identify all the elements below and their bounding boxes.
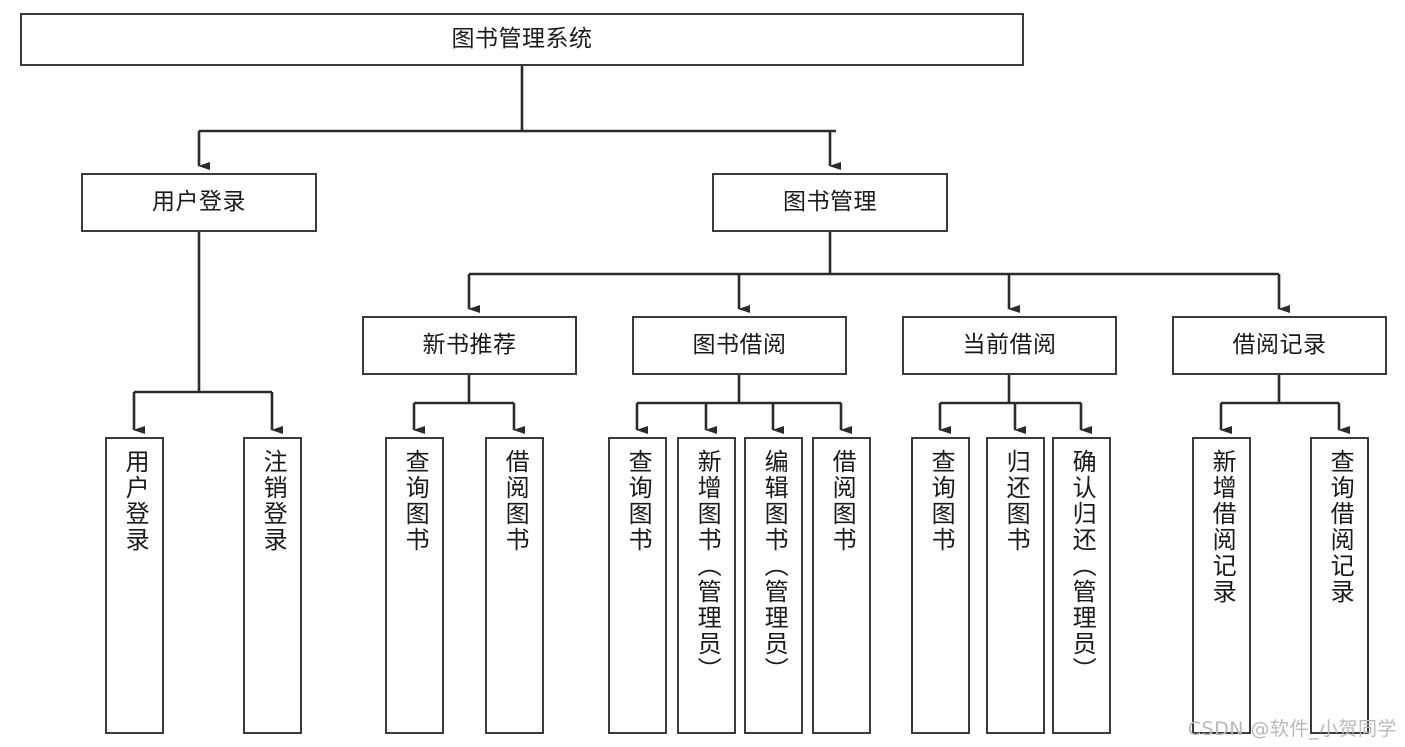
node-root-label: 图书管理系统 bbox=[451, 25, 593, 52]
node-leaf-query-record-label: 查询借阅记录 bbox=[1326, 449, 1355, 605]
csdn-watermark: CSDN @软件_小贺同学 bbox=[1187, 718, 1397, 740]
node-leaf-borrow-book-rec[interactable]: 借阅图书 bbox=[485, 437, 544, 734]
node-leaf-borrow-book-bor-label: 借阅图书 bbox=[828, 449, 857, 553]
node-current-borrow-label: 当前借阅 bbox=[962, 331, 1057, 358]
node-new-book-recommend-label: 新书推荐 bbox=[422, 331, 517, 358]
node-leaf-query-book-rec[interactable]: 查询图书 bbox=[385, 437, 444, 734]
node-new-book-recommend[interactable]: 新书推荐 bbox=[362, 316, 577, 375]
node-user-login[interactable]: 用户登录 bbox=[81, 173, 317, 232]
node-leaf-user-logout-label: 注销登录 bbox=[259, 449, 288, 553]
node-leaf-edit-book-label: 编辑图书（管理员） bbox=[760, 449, 789, 683]
node-leaf-query-book-bor[interactable]: 查询图书 bbox=[608, 437, 667, 734]
node-leaf-confirm-return[interactable]: 确认归还（管理员） bbox=[1052, 437, 1111, 734]
node-book-manage[interactable]: 图书管理 bbox=[712, 173, 948, 232]
node-leaf-query-record[interactable]: 查询借阅记录 bbox=[1310, 437, 1369, 734]
node-root[interactable]: 图书管理系统 bbox=[20, 13, 1024, 66]
node-leaf-confirm-return-label: 确认归还（管理员） bbox=[1068, 449, 1097, 683]
node-leaf-user-logout[interactable]: 注销登录 bbox=[243, 437, 302, 734]
node-current-borrow[interactable]: 当前借阅 bbox=[902, 316, 1117, 375]
node-user-login-label: 用户登录 bbox=[152, 188, 246, 215]
node-leaf-user-login[interactable]: 用户登录 bbox=[105, 437, 164, 734]
node-leaf-add-book-label: 新增图书（管理员） bbox=[693, 449, 722, 683]
node-book-borrow-label: 图书借阅 bbox=[692, 331, 787, 358]
node-leaf-add-record-label: 新增借阅记录 bbox=[1208, 449, 1237, 605]
node-leaf-return-book[interactable]: 归还图书 bbox=[986, 437, 1045, 734]
node-leaf-add-record[interactable]: 新增借阅记录 bbox=[1192, 437, 1251, 734]
node-leaf-query-book-rec-label: 查询图书 bbox=[401, 449, 430, 553]
node-leaf-query-book-bor-label: 查询图书 bbox=[624, 449, 653, 553]
node-leaf-query-book-cur[interactable]: 查询图书 bbox=[911, 437, 970, 734]
node-leaf-return-book-label: 归还图书 bbox=[1002, 449, 1031, 553]
node-leaf-query-book-cur-label: 查询图书 bbox=[927, 449, 956, 553]
node-leaf-edit-book[interactable]: 编辑图书（管理员） bbox=[744, 437, 803, 734]
node-book-manage-label: 图书管理 bbox=[783, 188, 877, 215]
node-borrow-record[interactable]: 借阅记录 bbox=[1172, 316, 1387, 375]
node-book-borrow[interactable]: 图书借阅 bbox=[632, 316, 847, 375]
node-leaf-add-book[interactable]: 新增图书（管理员） bbox=[677, 437, 736, 734]
node-leaf-user-login-label: 用户登录 bbox=[121, 449, 150, 553]
node-leaf-borrow-book-rec-label: 借阅图书 bbox=[501, 449, 530, 553]
node-leaf-borrow-book-bor[interactable]: 借阅图书 bbox=[812, 437, 871, 734]
node-borrow-record-label: 借阅记录 bbox=[1232, 331, 1327, 358]
